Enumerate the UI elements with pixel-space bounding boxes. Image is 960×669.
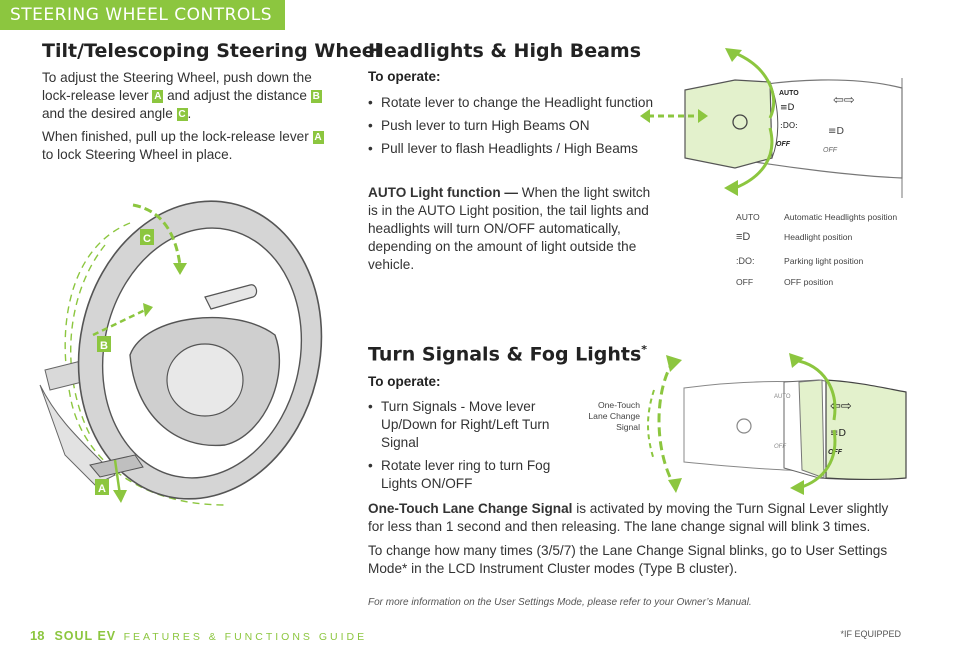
fog-rotate-arrow-top: [793, 358, 837, 421]
legend-value: Parking light position: [784, 256, 864, 266]
headlight-icon: ≡D: [736, 231, 751, 243]
tilt-title: Tilt/Telescoping Steering Wheel: [42, 40, 382, 62]
tilt-paragraph-1: To adjust the Steering Wheel, push down …: [42, 69, 332, 123]
fog-ring: [798, 379, 825, 479]
tilt-p2-a: When finished, pull up the lock-release …: [42, 129, 313, 144]
turn-signals-title-text: Turn Signals & Fog Lights: [368, 343, 642, 366]
turn-signals-title-mark: *: [641, 343, 648, 356]
release-arrow: [113, 459, 122, 496]
lever-off-label-2: OFF: [823, 147, 838, 154]
fog-rotate-arrow-bottom-head: [790, 480, 804, 495]
rotate-arrow-bottom-head: [724, 180, 738, 196]
lever-auto-label: AUTO: [774, 394, 791, 400]
lever-off-label-2: OFF: [828, 449, 843, 456]
distance-arrow: [92, 308, 146, 337]
lever-off-label: OFF: [774, 444, 786, 450]
one-touch-label: One-Touch Lane Change Signal: [588, 400, 640, 432]
tilt-p1-a: To adjust the Steering Wheel, push down …: [42, 70, 312, 103]
tilt-p1-b: and adjust the distance: [163, 88, 311, 103]
diagram-badge-a-text: A: [98, 483, 106, 495]
lever-auto-label: AUTO: [779, 90, 799, 97]
distance-arrow-head: [143, 303, 153, 317]
legend-value: OFF position: [784, 277, 834, 287]
legend-value: Headlight position: [784, 232, 853, 242]
fog-light-icon: ≡D: [828, 126, 844, 137]
headlights-bullets: Rotate lever to change the Headlight fun…: [368, 94, 658, 163]
headlights-bullet: Push lever to turn High Beams ON: [368, 117, 658, 135]
diagram-badge-a: [95, 479, 109, 495]
turn-updown-arrow: [657, 359, 676, 486]
steering-wheel-illustration: C B A: [39, 200, 323, 506]
turn-arrow-up-head: [666, 355, 682, 372]
turn-signal-lever-illustration: AUTO OFF ⇦⇨ ≡D OFF: [647, 353, 907, 495]
light-icon: [732, 114, 748, 130]
rotate-arrow-top-head: [725, 48, 742, 62]
lever-off-label: OFF: [776, 141, 791, 148]
guide-name: FEATURES & FUNCTIONS GUIDE: [123, 631, 368, 643]
turn-signals-title: Turn Signals & Fog Lights*: [368, 343, 647, 365]
turn-bullet: Rotate lever ring to turn Fog Lights ON/…: [368, 457, 578, 493]
rotate-arrow-bottom: [734, 127, 774, 190]
parking-light-icon: :DO:: [736, 256, 755, 266]
page-number: 18: [30, 628, 45, 643]
turn-to-operate: To operate:: [368, 374, 441, 389]
footer-left: 18 SOUL EV FEATURES & FUNCTIONS GUIDE: [30, 628, 367, 643]
airbag-cover: [166, 343, 244, 417]
push-pull-arrow-head-left: [640, 109, 650, 123]
auto-light-text: When the light switch is in the AUTO Lig…: [368, 185, 651, 272]
lane-change-arrow: [647, 389, 655, 461]
tilt-p2-b: to lock Steering Wheel in place.: [42, 147, 233, 162]
diagram-badge-b-text: B: [100, 340, 108, 352]
auto-light-paragraph: AUTO Light function — When the light swi…: [368, 184, 660, 274]
range-arc-outer: [64, 222, 226, 506]
diagram-badge-c-text: C: [143, 233, 151, 245]
legend-key: OFF: [736, 277, 754, 287]
tilt-p1-d: .: [187, 106, 192, 121]
auto-light-title: AUTO Light function —: [368, 185, 519, 200]
fog-rotate-arrow-bottom: [798, 429, 837, 490]
headlights-title: Headlights & High Beams: [368, 40, 642, 62]
settings-paragraph: To change how many times (3/5/7) the Lan…: [368, 543, 888, 576]
push-pull-arrow-head-right: [698, 109, 708, 123]
section-tab: STEERING WHEEL CONTROLS: [0, 0, 285, 30]
tilt-p1-c: and the desired angle: [42, 106, 177, 121]
headlights-bullet: Rotate lever to change the Headlight fun…: [368, 94, 658, 112]
fog-light-icon: ≡D: [830, 428, 846, 439]
legend-key: AUTO: [736, 212, 760, 222]
release-arrow-head: [113, 490, 127, 503]
if-equipped-note: *IF EQUIPPED: [840, 629, 901, 639]
diagram-badge-c: [140, 229, 154, 245]
turn-bullets: Turn Signals - Move lever Up/Down for Ri…: [368, 398, 578, 498]
turn-signal-ring: [825, 379, 907, 481]
legend-value: Automatic Headlights position: [784, 212, 898, 222]
diagram-badge-b: [97, 336, 111, 352]
column-cover: [39, 384, 116, 486]
parking-light-icon: :DO:: [780, 121, 798, 130]
headlight-lever-illustration: AUTO ≡D :DO: OFF ⇦⇨ ≡D OFF: [640, 48, 903, 198]
turn-arrow-down-head: [668, 478, 682, 493]
stalk-illustration: [204, 284, 258, 310]
light-switch-ring: [684, 79, 773, 169]
product-name: SOUL EV: [54, 629, 117, 643]
turn-bullet: Turn Signals - Move lever Up/Down for Ri…: [368, 398, 578, 452]
rotate-arrow-top: [734, 51, 776, 119]
headlights-to-operate: To operate:: [368, 69, 441, 84]
tilt-paragraph-2: When finished, pull up the lock-release …: [42, 128, 332, 164]
angle-arrow: [132, 203, 182, 266]
light-icon: [736, 418, 752, 434]
badge-a-2: A: [312, 131, 324, 144]
one-touch-paragraph: One-Touch Lane Change Signal is activate…: [368, 500, 898, 536]
turn-arrows-icon: ⇦⇨: [833, 93, 855, 108]
one-touch-title: One-Touch Lane Change Signal: [368, 501, 573, 516]
fog-rotate-arrow-top-head: [789, 353, 804, 368]
headlight-icon: ≡D: [780, 103, 795, 113]
angle-arrow-head: [173, 263, 187, 275]
badge-c: C: [176, 108, 188, 121]
owners-manual-note: For more information on the User Setting…: [368, 597, 752, 608]
headlights-bullet: Pull lever to flash Headlights / High Be…: [368, 140, 658, 158]
badge-a: A: [152, 90, 164, 103]
badge-b: B: [310, 90, 322, 103]
one-touch-text: is activated by moving the Turn Signal L…: [368, 501, 889, 534]
range-arc-inner: [70, 244, 106, 436]
